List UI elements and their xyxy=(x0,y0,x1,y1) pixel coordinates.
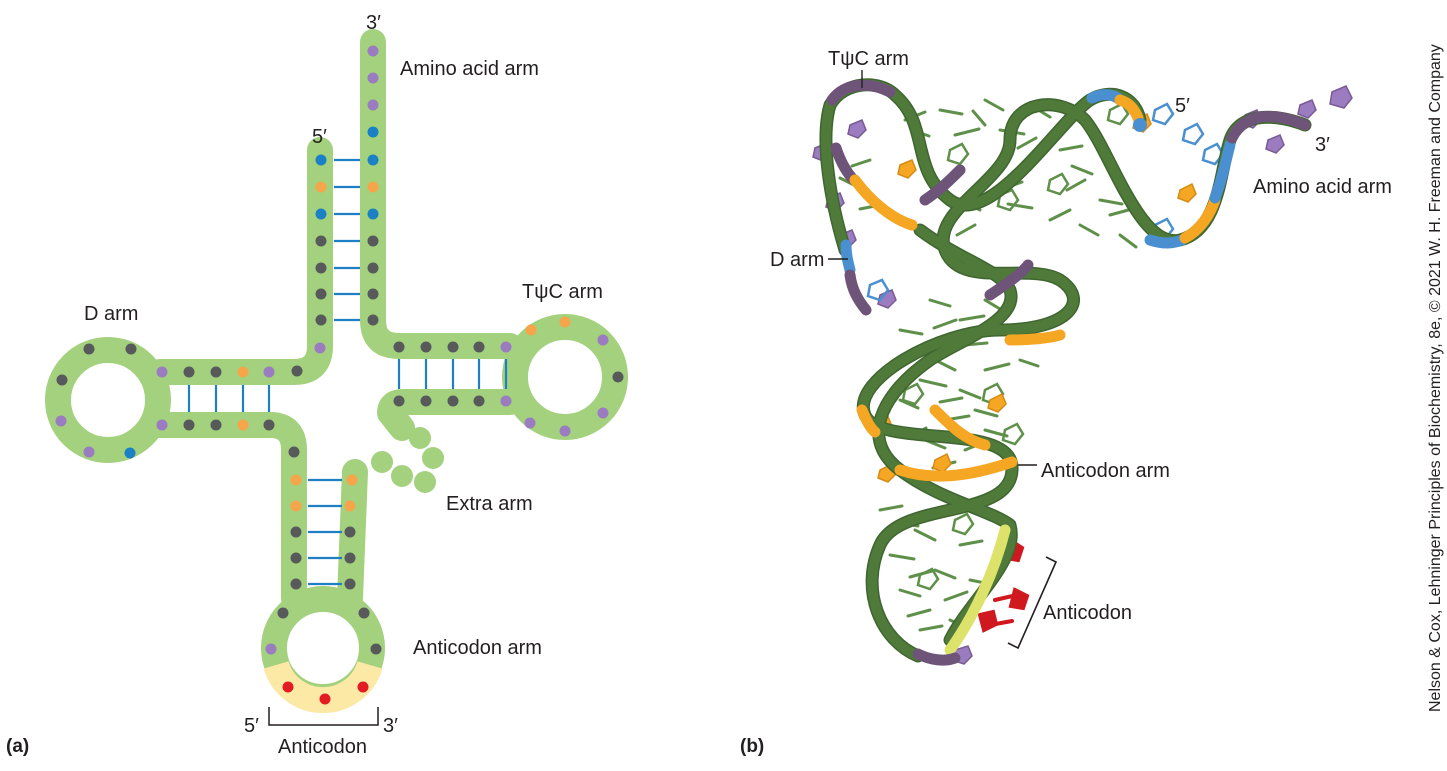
backbone xyxy=(45,29,628,710)
label-b-anticodon-arm: Anticodon arm xyxy=(1041,460,1170,482)
label-anticodon-arm: Anticodon arm xyxy=(413,637,542,659)
base-pair-lines xyxy=(187,158,508,586)
label-b-d-arm: D arm xyxy=(770,249,824,271)
panel-a-cloverleaf: 3′ 5′ Amino acid arm D arm TψC arm Extra… xyxy=(6,12,628,758)
ribbon-d-arm-purple xyxy=(826,79,896,106)
ribbon-amino-orange-2 xyxy=(1179,194,1221,244)
label-5prime-bottom: 5′ xyxy=(244,715,259,737)
d-loop xyxy=(45,337,171,463)
label-tpsic-arm: TψC arm xyxy=(522,281,603,303)
leader-lines xyxy=(828,70,1037,466)
label-b-amino-acid-arm: Amino acid arm xyxy=(1253,176,1392,198)
base-rings-blue xyxy=(866,102,1225,302)
label-b-5prime: 5′ xyxy=(1175,95,1190,117)
ribbon-d-arm-orange xyxy=(849,174,918,231)
nucleotides xyxy=(55,45,624,705)
d-arm-lower-strand xyxy=(147,412,307,611)
label-amino-acid-arm: Amino acid arm xyxy=(400,58,539,80)
ribbon-d-arm-purple-3 xyxy=(844,269,872,316)
panel-b-3d-structure: TψC arm 5′ 3′ Amino acid arm D arm Antic… xyxy=(740,48,1392,757)
label-b-3prime: 3′ xyxy=(1315,134,1330,156)
label-b-tpsic-arm: TψC arm xyxy=(828,48,909,70)
ribbon-orange-left xyxy=(856,404,881,438)
tpsic-arm-lower-strand xyxy=(377,389,523,441)
label-b-anticodon: Anticodon xyxy=(1043,602,1132,624)
ribbon-bottom-purple xyxy=(912,648,961,666)
label-anticodon: Anticodon xyxy=(278,736,367,758)
label-d-arm: D arm xyxy=(84,303,138,325)
five-prime-end xyxy=(1133,118,1147,132)
panel-label-a: (a) xyxy=(6,736,29,757)
ribbon-backbone xyxy=(819,78,1312,666)
label-extra-arm: Extra arm xyxy=(446,493,533,515)
backbone-3prime-strand xyxy=(360,29,523,359)
base-rings-purple xyxy=(812,85,1353,665)
credit-line: Nelson & Cox, Lehninger Principles of Bi… xyxy=(1427,44,1444,712)
ribbon-3prime-purple xyxy=(1226,110,1311,144)
label-3prime-top: 3′ xyxy=(366,12,381,34)
anticodon-bracket-a xyxy=(268,707,379,726)
label-3prime-bottom: 3′ xyxy=(383,715,398,737)
ribbon-orange-anticodon-arm xyxy=(894,456,1018,482)
label-5prime-top: 5′ xyxy=(312,126,327,148)
panel-label-b: (b) xyxy=(740,736,764,757)
ribbon-amino-blue-3 xyxy=(1209,139,1236,204)
anticodon-bracket-b xyxy=(1007,556,1058,650)
ribbon-purple-center xyxy=(984,259,1034,301)
ribbon-d-arm-blue xyxy=(840,239,856,276)
ribbon-anticodon-yellow xyxy=(944,524,1011,656)
ribbon-orange-2 xyxy=(929,404,991,451)
ribbon-amino-blue-2 xyxy=(1144,234,1188,249)
ribbon-purple-top xyxy=(919,164,966,206)
ribbon-orange-center xyxy=(1004,329,1066,346)
backbone-5prime-strand xyxy=(147,137,333,385)
extra-arm-nucleotides xyxy=(371,427,444,493)
ribbon-amino-orange xyxy=(1114,94,1144,124)
ribbon-d-arm-purple-2 xyxy=(830,142,858,184)
